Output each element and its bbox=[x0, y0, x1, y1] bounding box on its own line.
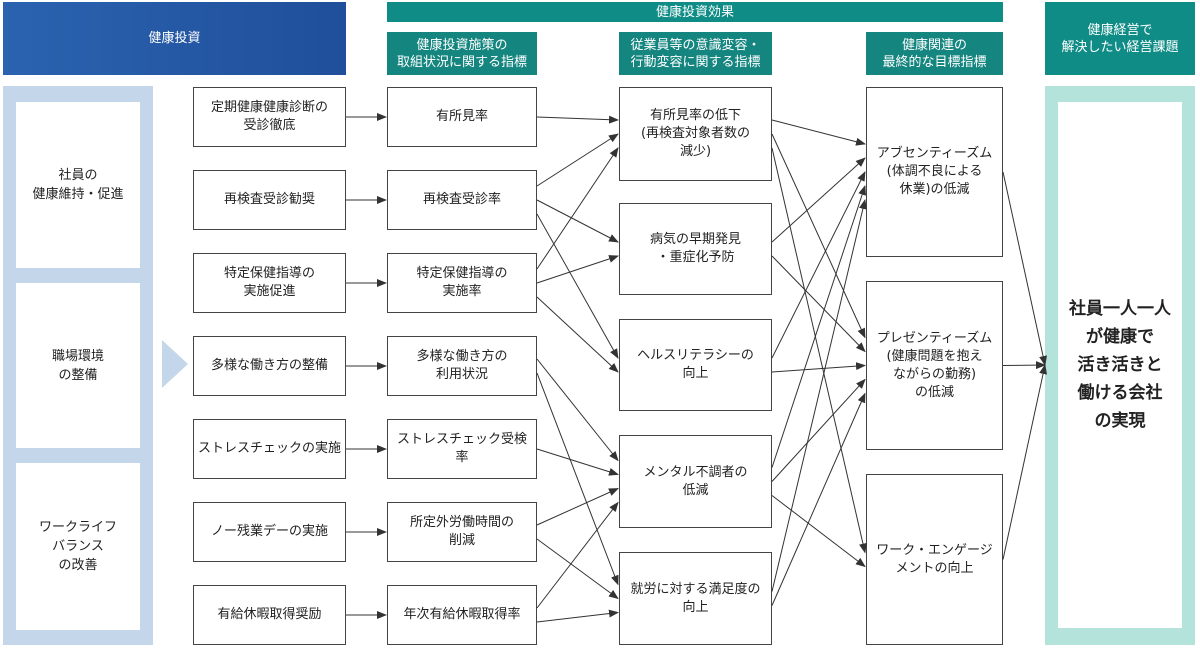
arrow-c3-to-t1 bbox=[771, 171, 866, 359]
change-early-detection: 病気の早期発見 ・重症化予防 bbox=[619, 203, 772, 295]
subheader-changes-label: 従業員等の意識変容・ 行動変容に関する指標 bbox=[630, 37, 761, 70]
arrow-i4-to-c5 bbox=[536, 372, 619, 586]
header-investment-label: 健康投資 bbox=[148, 31, 201, 46]
measure-label: 定期健康健康診断の 受診徹底 bbox=[210, 100, 328, 133]
change-finding-rate-decrease: 有所見率の低下 (再検査対象者数の 減少) bbox=[619, 87, 772, 181]
arrow-c2-to-t2 bbox=[771, 255, 866, 353]
category-workplace-label: 職場環境 の整備 bbox=[51, 348, 104, 383]
indicator-label: 再検査受診率 bbox=[422, 192, 501, 207]
arrow-c1-to-t1 bbox=[771, 119, 866, 146]
arrow-c2-to-t1 bbox=[771, 157, 866, 243]
arrow-c3-to-t2 bbox=[771, 362, 866, 373]
arrow-i3-to-c2 bbox=[536, 255, 619, 284]
arrow-i7-to-c4 bbox=[536, 501, 619, 609]
measure-health-checkup: 定期健康健康診断の 受診徹底 bbox=[193, 87, 346, 147]
arrow-i1-to-c1 bbox=[536, 115, 619, 124]
measure-stress-check: ストレスチェックの実施 bbox=[193, 419, 346, 479]
indicator-label: ストレスチェック受検率 bbox=[396, 432, 527, 465]
arrow-c1-to-t3 bbox=[771, 147, 867, 554]
arrow-c1-to-t2 bbox=[771, 133, 866, 339]
goal-text-box: 社員一人一人 が健康で 活き活きと 働ける会社 の実現 bbox=[1058, 102, 1182, 628]
change-work-satisfaction: 就労に対する満足度の 向上 bbox=[619, 552, 772, 645]
category-worklife-label: ワークライフ バランス の改善 bbox=[38, 520, 117, 573]
change-health-literacy: ヘルスリテラシーの 向上 bbox=[619, 319, 772, 411]
arrow-t1-to-goal bbox=[1002, 171, 1047, 366]
change-label: 病気の早期発見 ・重症化予防 bbox=[649, 232, 741, 265]
subheader-changes: 従業員等の意識変容・ 行動変容に関する指標 bbox=[619, 32, 772, 75]
target-absenteeism: アブセンティーズム (体調不良による 休業)の低減 bbox=[866, 87, 1003, 257]
measure-label: ストレスチェックの実施 bbox=[198, 441, 342, 456]
change-label: 有所見率の低下 (再検査対象者数の 減少) bbox=[640, 108, 751, 159]
indicator-paid-leave-rate: 年次有給休暇取得率 bbox=[387, 585, 537, 645]
subheader-targets-label: 健康関連の 最終的な目標指標 bbox=[882, 37, 987, 70]
arrow-t3-to-goal bbox=[1002, 364, 1048, 560]
arrow-i2-to-c3 bbox=[536, 213, 619, 359]
subheader-targets: 健康関連の 最終的な目標指標 bbox=[866, 32, 1003, 75]
measure-no-overtime-day: ノー残業デーの実施 bbox=[193, 502, 346, 562]
change-label: メンタル不調者の 低減 bbox=[643, 464, 748, 498]
arrow-i3-to-c1 bbox=[536, 147, 619, 270]
measure-specific-guidance: 特定保健指導の 実施促進 bbox=[193, 253, 346, 313]
measure-paid-leave: 有給休暇取得奨励 bbox=[193, 585, 346, 645]
change-label: ヘルスリテラシーの 向上 bbox=[637, 348, 754, 381]
target-label: アブセンティーズム (体調不良による 休業)の低減 bbox=[876, 146, 993, 197]
arrow-c5-to-t2 bbox=[771, 392, 866, 606]
arrow-c4-to-t1 bbox=[771, 185, 866, 468]
goal-label: 社員一人一人 が健康で 活き活きと 働ける会社 の実現 bbox=[1069, 299, 1171, 431]
indicator-overtime-reduction: 所定外労働時間の 削減 bbox=[387, 502, 537, 562]
header-effect: 健康投資効果 bbox=[387, 2, 1003, 22]
category-health: 社員の 健康維持・促進 bbox=[16, 102, 140, 268]
subheader-indicators: 健康投資施策の 取組状況に関する指標 bbox=[387, 32, 537, 75]
indicator-label: 多様な働き方の 利用状況 bbox=[416, 349, 508, 382]
indicator-recheck-rate: 再検査受診率 bbox=[387, 170, 537, 230]
arrow-i3-to-c3 bbox=[536, 296, 619, 373]
header-goal-label: 健康経営で 解決したい経営課題 bbox=[1061, 22, 1179, 55]
category-workplace: 職場環境 の整備 bbox=[16, 283, 140, 448]
arrow-c4-to-t2 bbox=[771, 378, 866, 482]
target-presenteeism: プレゼンティーズム (健康問題を抱え ながらの勤務) の低減 bbox=[866, 281, 1003, 450]
arrow-i4-to-c4 bbox=[536, 358, 619, 462]
change-label: 就労に対する満足度の 向上 bbox=[630, 581, 761, 615]
indicator-label: 有所見率 bbox=[435, 109, 488, 124]
arrow-i6-to-c5 bbox=[536, 538, 619, 600]
header-investment: 健康投資 bbox=[3, 2, 346, 75]
arrow-c5-to-t1 bbox=[771, 199, 867, 592]
arrow-i2-to-c2 bbox=[536, 199, 619, 243]
measure-label: ノー残業デーの実施 bbox=[210, 524, 328, 539]
change-mental-health: メンタル不調者の 低減 bbox=[619, 435, 772, 528]
category-worklife: ワークライフ バランス の改善 bbox=[16, 463, 140, 630]
indicator-label: 特定保健指導の 実施率 bbox=[416, 266, 508, 299]
indicator-workstyle-usage: 多様な働き方の 利用状況 bbox=[387, 336, 537, 396]
measure-recheck-recommend: 再検査受診勧奨 bbox=[193, 170, 346, 230]
header-effect-label: 健康投資効果 bbox=[655, 4, 734, 20]
chevron-right-icon bbox=[162, 340, 188, 388]
arrow-i7-to-c5 bbox=[536, 609, 619, 623]
indicator-finding-rate: 有所見率 bbox=[387, 87, 537, 147]
indicator-guidance-rate: 特定保健指導の 実施率 bbox=[387, 253, 537, 313]
arrow-i2-to-c1 bbox=[536, 133, 619, 187]
indicator-stress-check-rate: ストレスチェック受検率 bbox=[387, 419, 537, 479]
arrow-t2-to-goal bbox=[1002, 361, 1046, 370]
indicator-label: 年次有給休暇取得率 bbox=[403, 607, 521, 622]
arrow-c4-to-t3 bbox=[771, 495, 866, 568]
measure-label: 再検査受診勧奨 bbox=[223, 192, 315, 207]
target-work-engagement: ワーク・エンゲージ メントの向上 bbox=[866, 474, 1003, 645]
indicator-label: 所定外労働時間の 削減 bbox=[409, 515, 514, 548]
category-health-label: 社員の 健康維持・促進 bbox=[32, 168, 124, 202]
subheader-indicators-label: 健康投資施策の 取組状況に関する指標 bbox=[396, 37, 527, 70]
target-label: ワーク・エンゲージ メントの向上 bbox=[876, 542, 993, 576]
arrow-i6-to-c4 bbox=[536, 488, 619, 526]
header-goal: 健康経営で 解決したい経営課題 bbox=[1045, 2, 1195, 75]
target-label: プレゼンティーズム (健康問題を抱え ながらの勤務) の低減 bbox=[876, 330, 993, 400]
measure-diverse-workstyle: 多様な働き方の整備 bbox=[193, 336, 346, 396]
measure-label: 有給休暇取得奨励 bbox=[217, 607, 322, 622]
measure-label: 多様な働き方の整備 bbox=[210, 358, 328, 373]
measure-label: 特定保健指導の 実施促進 bbox=[223, 266, 315, 299]
arrow-i5-to-c4 bbox=[536, 448, 619, 476]
